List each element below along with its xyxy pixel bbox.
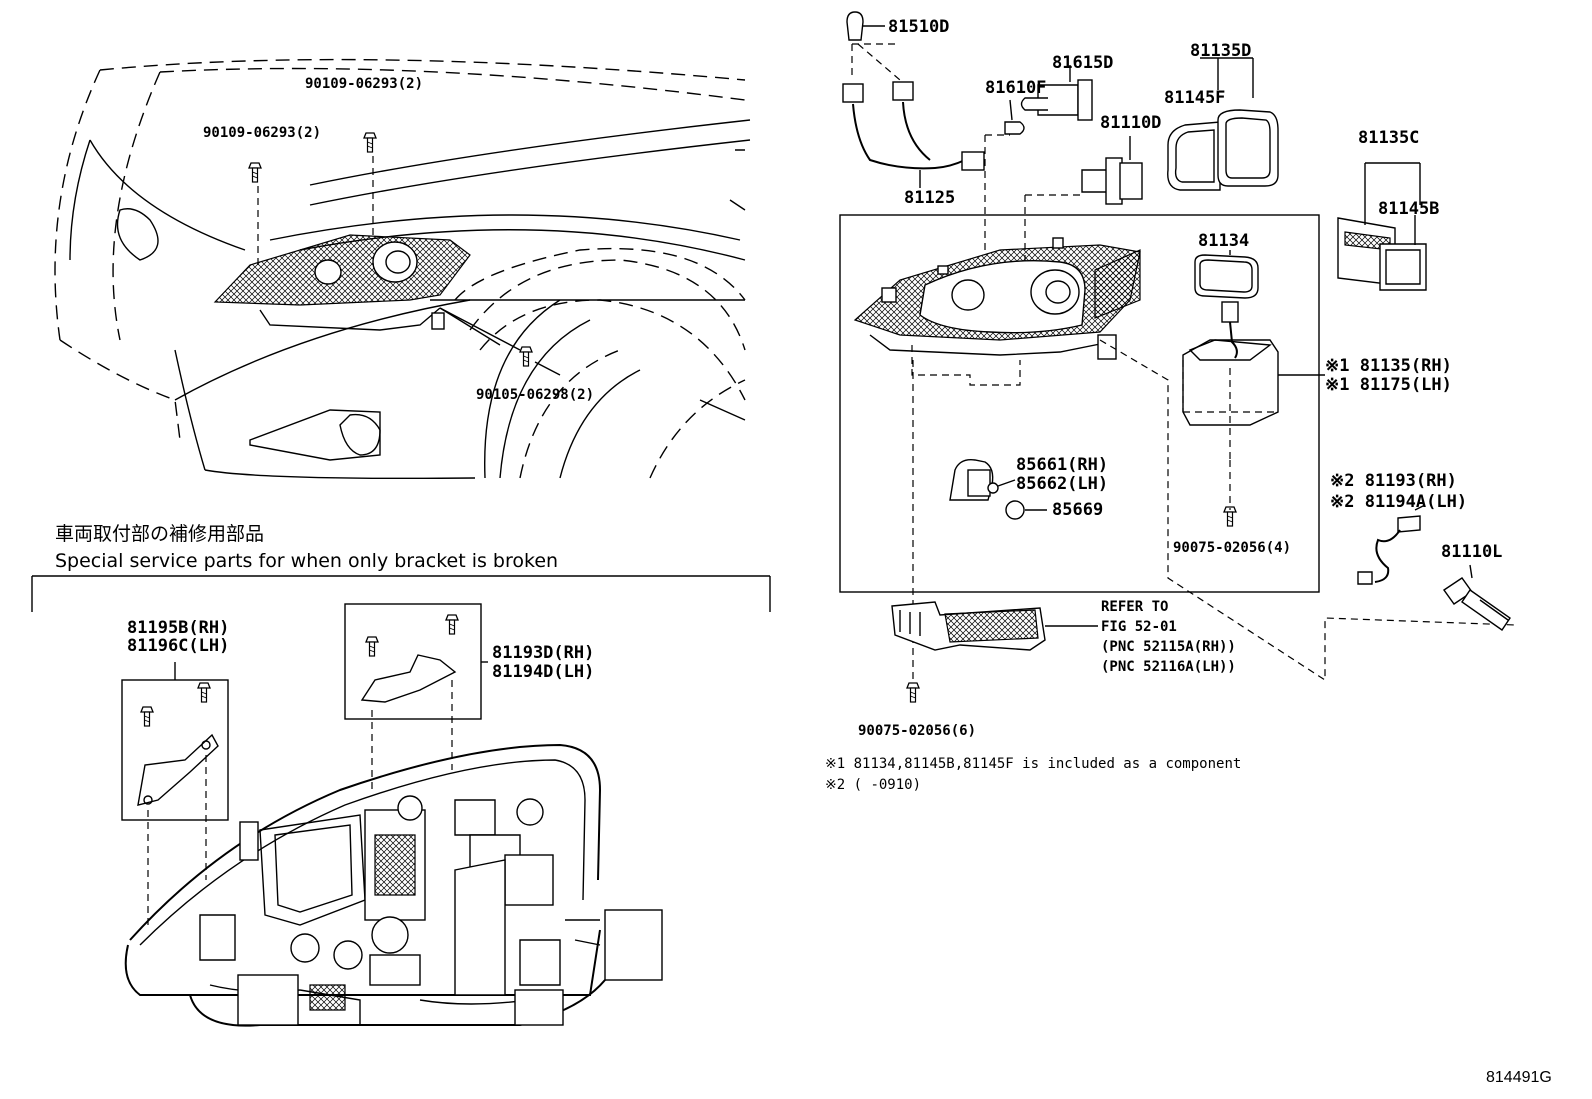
bulb-81110D [1024, 136, 1143, 265]
label-81135D: 81135D [1190, 41, 1252, 61]
ballast-81135 [1182, 301, 1325, 460]
label-81610F: 81610F [985, 78, 1047, 98]
headlamp-assembly [853, 237, 1516, 682]
label-81615D: 81615D [1052, 53, 1114, 73]
bracket-ref-52-01 [891, 601, 1098, 651]
bulb-81615D [1020, 65, 1093, 121]
label-85661: 85661(RH) [1016, 455, 1109, 475]
label-81193D: 81193D(RH) [492, 643, 595, 663]
label-81175-lh: ※1 81175(LH) [1325, 375, 1452, 395]
label-81134: 81134 [1198, 231, 1250, 251]
refer-to-line1: REFER TO [1101, 599, 1169, 615]
label-85669: 85669 [1052, 500, 1104, 520]
label-85662: 85662(LH) [1016, 474, 1109, 494]
footnote-2: ※2 ( -0910) [825, 777, 922, 793]
label-81110L: 81110L [1441, 542, 1503, 562]
label-81145B: 81145B [1378, 199, 1440, 219]
label-90105-06298: 90105-06298(2) [476, 387, 595, 403]
label-90109-06293-lower: 90109-06293(2) [203, 125, 322, 141]
bulb-81110L [1443, 564, 1511, 631]
cover-81135D [1167, 57, 1279, 191]
label-90109-06293-upper: 90109-06293(2) [305, 76, 424, 92]
caption-english: Special service parts for when only brac… [55, 550, 559, 572]
label-81110D: 81110D [1100, 113, 1162, 133]
label-90075-02056-6: 90075-02056(6) [858, 723, 977, 739]
caption-japanese: 車両取付部の補修用部品 [55, 523, 265, 545]
label-81510D: 81510D [888, 17, 950, 37]
label-81195B: 81195B(RH) [127, 618, 230, 638]
label-81196C: 81196C(LH) [127, 636, 230, 656]
refer-to-line2: FIG 52-01 [1101, 619, 1177, 635]
figure-id: 814491G [1486, 1069, 1552, 1086]
refer-to-line4: (PNC 52116A(LH)) [1101, 659, 1236, 675]
refer-to-line3: (PNC 52115A(RH)) [1101, 639, 1236, 655]
headlamp-rear-detail [121, 603, 663, 1027]
socket-81193 [1357, 504, 1426, 585]
socket-85661 [949, 459, 1047, 520]
footnote-1: ※1 81134,81145B,81145F is included as a … [825, 756, 1242, 772]
label-81125: 81125 [904, 188, 956, 208]
label-81135C: 81135C [1358, 128, 1420, 148]
label-90075-02056-4: 90075-02056(4) [1173, 540, 1292, 556]
cover-81135C [1337, 162, 1427, 291]
socket-harness-81125 [842, 11, 985, 188]
label-81193-rh: ※2 81193(RH) [1330, 471, 1457, 491]
label-81145F: 81145F [1164, 88, 1226, 108]
bulb-81610F [984, 99, 1025, 250]
label-81194A-lh: ※2 81194A(LH) [1330, 492, 1468, 512]
vehicle-front-view [54, 58, 751, 480]
label-81194D: 81194D(LH) [492, 662, 595, 682]
label-81135-rh: ※1 81135(RH) [1325, 356, 1452, 376]
headlamp-assembly-frame [839, 214, 1320, 593]
gasket-81134 [1194, 250, 1259, 299]
